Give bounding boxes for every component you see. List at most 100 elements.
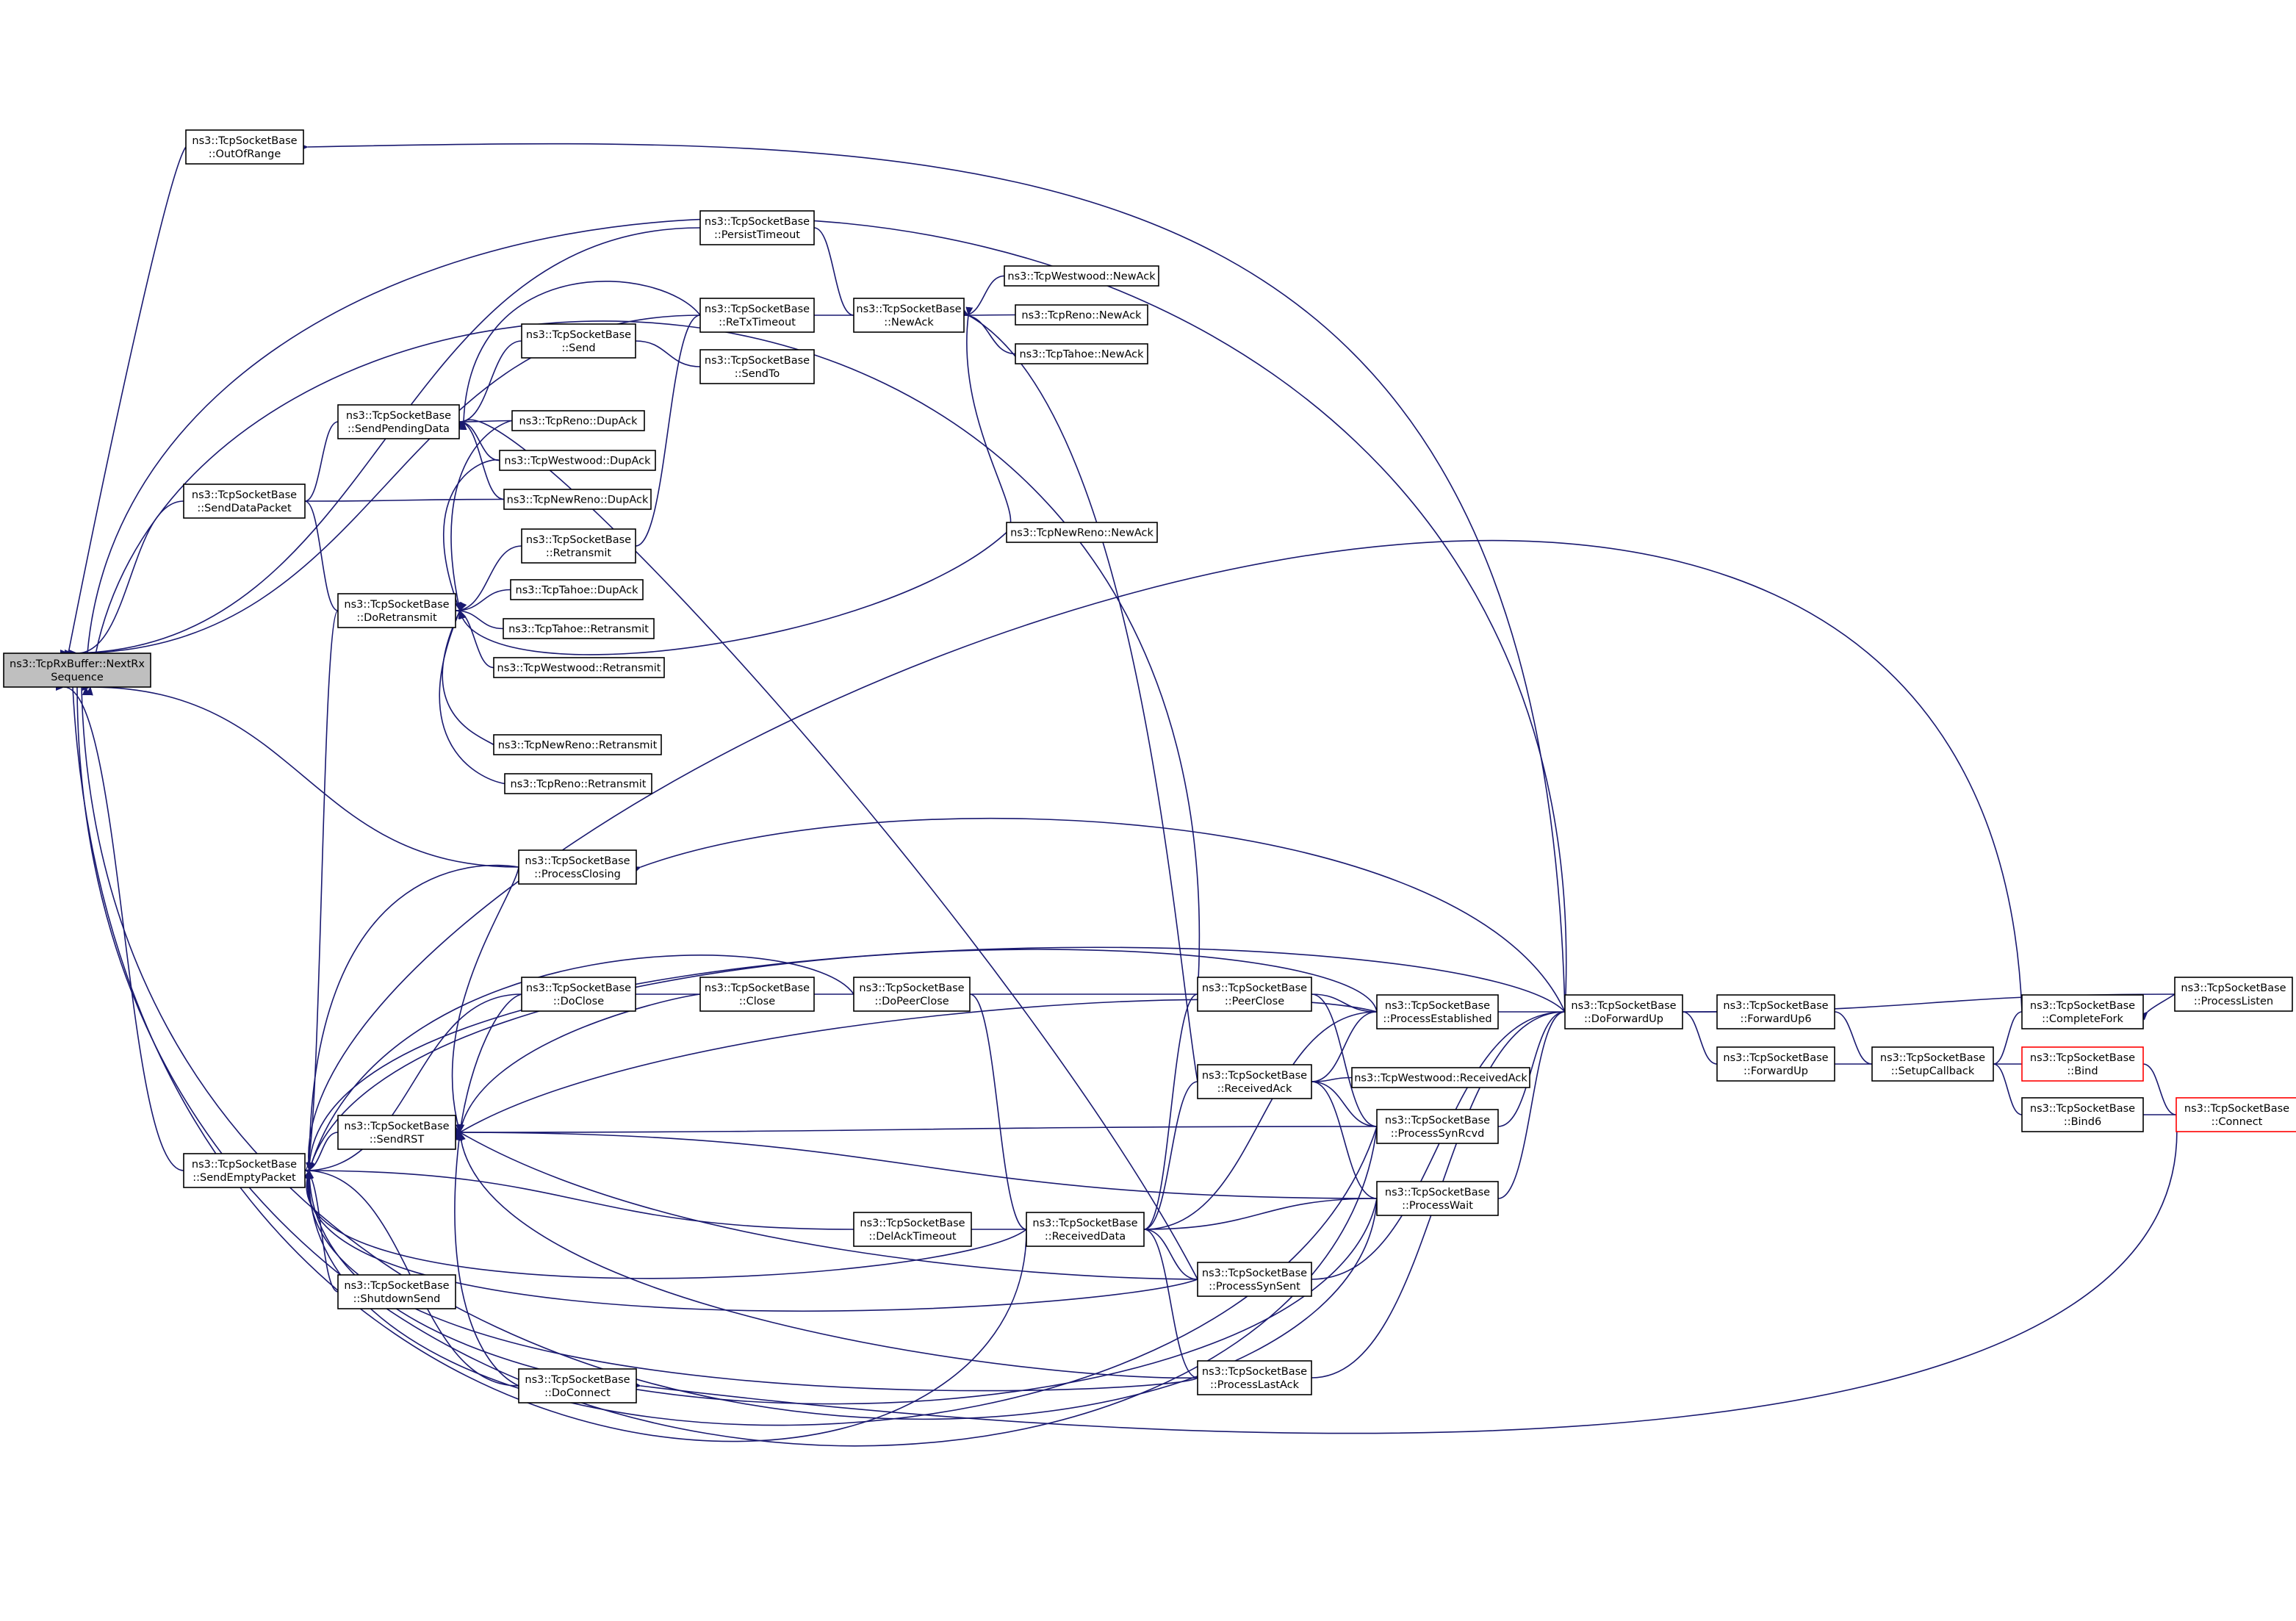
node-sendemptypacket[interactable]: ns3::TcpSocketBase::SendEmptyPacket <box>183 1153 306 1188</box>
node-label-line: ::NewAck <box>884 317 934 328</box>
node-box <box>185 129 304 165</box>
node-receivedack[interactable]: ns3::TcpSocketBase::ReceivedAck <box>1197 1064 1312 1099</box>
node-processwait[interactable]: ns3::TcpSocketBase::ProcessWait <box>1376 1181 1499 1216</box>
call-edge-processsynrcvd-doforwardup <box>1489 1011 1566 1131</box>
node-send[interactable]: ns3::TcpSocketBase::Send <box>521 323 636 359</box>
call-edge-sendemptypacket-dopeerclose <box>303 955 854 1179</box>
node-doconnect[interactable]: ns3::TcpSocketBase::DoConnect <box>518 1368 637 1403</box>
node-label-line: ns3::TcpWestwood::NewAck <box>1007 271 1156 283</box>
node-label-line: ns3::TcpReno::Retransmit <box>511 779 647 791</box>
node-label-line: ::ProcessSynRcvd <box>1391 1128 1485 1140</box>
call-edge-send-sendto <box>627 337 701 367</box>
node-label-line: ns3::TcpTahoe::Retransmit <box>508 624 649 636</box>
node-label-line: ns3::TcpSocketBase <box>344 599 449 611</box>
node-label-line: ns3::TcpSocketBase <box>705 303 810 315</box>
node-tahoe-dupack[interactable]: ns3::TcpTahoe::DupAck <box>510 579 644 600</box>
node-newreno-dupack[interactable]: ns3::TcpNewReno::DupAck <box>503 489 652 510</box>
node-setupcallback[interactable]: ns3::TcpSocketBase::SetupCallback <box>1871 1046 1994 1082</box>
call-edge-sendrst-processsynsent <box>450 1125 1198 1280</box>
node-newreno-newack[interactable]: ns3::TcpNewReno::NewAck <box>1006 522 1158 543</box>
node-reno-retransmit[interactable]: ns3::TcpReno::Retransmit <box>504 773 652 794</box>
call-edge-receivedack-processsynrcvd <box>1303 1077 1378 1127</box>
call-edge-peerclose-processsynrcvd <box>1303 990 1378 1127</box>
node-label-line: ns3::TcpSocketBase <box>1880 1052 1985 1064</box>
call-edge-receivedack-processestablished <box>1303 1011 1378 1086</box>
node-label-line: ::PersistTimeout <box>714 229 800 241</box>
call-edge-completefork-processlisten <box>2139 993 2176 1021</box>
node-label-line: ns3::TcpSocketBase <box>2030 1103 2135 1115</box>
call-edge-sendemptypacket-processsynsent <box>306 1162 1198 1312</box>
node-label-line: ::DoConnect <box>544 1387 611 1399</box>
node-sendpending[interactable]: ns3::TcpSocketBase::SendPendingData <box>337 404 460 439</box>
node-processlisten[interactable]: ns3::TcpSocketBase::ProcessListen <box>2174 977 2293 1012</box>
node-tahoe-newack[interactable]: ns3::TcpTahoe::NewAck <box>1015 343 1148 364</box>
node-outofrange[interactable]: ns3::TcpSocketBase::OutOfRange <box>185 129 304 165</box>
node-processclosing[interactable]: ns3::TcpSocketBase::ProcessClosing <box>518 849 637 885</box>
node-doretransmit[interactable]: ns3::TcpSocketBase::DoRetransmit <box>337 593 456 628</box>
node-tahoe-retransmit[interactable]: ns3::TcpTahoe::Retransmit <box>503 618 655 639</box>
node-label-line: ns3::TcpSocketBase <box>1202 1268 1307 1279</box>
node-box <box>853 1212 972 1247</box>
node-doclose[interactable]: ns3::TcpSocketBase::DoClose <box>521 977 636 1012</box>
call-edge-newack-receivedack <box>959 308 1198 1082</box>
node-newreno-retransmit[interactable]: ns3::TcpNewReno::Retransmit <box>493 734 662 755</box>
node-label-line: Sequence <box>51 672 104 683</box>
node-label-line: ns3::TcpSocketBase <box>1385 1115 1490 1126</box>
node-box <box>699 977 815 1012</box>
node-delacktimeout[interactable]: ns3::TcpSocketBase::DelAckTimeout <box>853 1212 972 1247</box>
node-retxtimeout[interactable]: ns3::TcpSocketBase::ReTxTimeout <box>699 298 815 333</box>
node-peerclose[interactable]: ns3::TcpSocketBase::PeerClose <box>1197 977 1312 1012</box>
node-retransmit[interactable]: ns3::TcpSocketBase::Retransmit <box>521 528 636 564</box>
node-sendto[interactable]: ns3::TcpSocketBase::SendTo <box>699 349 815 384</box>
node-shutdownsend[interactable]: ns3::TcpSocketBase::ShutdownSend <box>337 1274 456 1309</box>
node-processsynsent[interactable]: ns3::TcpSocketBase::ProcessSynSent <box>1197 1262 1312 1297</box>
node-label-line: ns3::TcpSocketBase <box>2030 1052 2135 1064</box>
call-edge-sendemptypacket-processlastack <box>306 1162 1198 1392</box>
node-dopeerclose[interactable]: ns3::TcpSocketBase::DoPeerClose <box>853 977 971 1012</box>
call-edge-newack-westwood_newack <box>955 275 1005 320</box>
node-box <box>521 323 636 359</box>
node-connect[interactable]: ns3::TcpSocketBase::Connect <box>2176 1097 2296 1132</box>
node-senddatapacket[interactable]: ns3::TcpSocketBase::SendDataPacket <box>183 484 306 519</box>
node-westwood-newack[interactable]: ns3::TcpWestwood::NewAck <box>1004 265 1159 287</box>
node-reno-dupack[interactable]: ns3::TcpReno::DupAck <box>511 410 645 431</box>
node-label-line: ::Send <box>561 342 595 354</box>
node-label-line: ns3::TcpSocketBase <box>856 303 961 315</box>
node-processestablished[interactable]: ns3::TcpSocketBase::ProcessEstablished <box>1376 994 1499 1029</box>
node-label-line: ::ForwardUp6 <box>1740 1013 1811 1025</box>
node-processsynrcvd[interactable]: ns3::TcpSocketBase::ProcessSynRcvd <box>1376 1109 1499 1144</box>
node-label-line: ns3::TcpSocketBase <box>525 855 630 867</box>
call-edge-receiveddata-processlastack <box>1135 1225 1198 1379</box>
call-edge-persisttimeout-newack <box>805 223 854 316</box>
call-edge-doforwardup-forwardup <box>1674 1007 1718 1065</box>
node-forwardup[interactable]: ns3::TcpSocketBase::ForwardUp <box>1716 1046 1835 1082</box>
node-label-line: ns3::TcpSocketBase <box>192 1159 297 1171</box>
call-edge-sendemptypacket-receiveddata <box>306 1161 1027 1279</box>
node-westwood-receivedack[interactable]: ns3::TcpWestwood::ReceivedAck <box>1351 1067 1530 1088</box>
call-edge-nextrx-receiveddata <box>68 678 1027 1442</box>
node-close[interactable]: ns3::TcpSocketBase::Close <box>699 977 815 1012</box>
node-label-line: ::ProcessEstablished <box>1383 1013 1491 1025</box>
node-completefork[interactable]: ns3::TcpSocketBase::CompleteFork <box>2021 994 2144 1029</box>
node-westwood-dupack[interactable]: ns3::TcpWestwood::DupAck <box>499 450 656 471</box>
call-edge-sendemptypacket-processestablished <box>303 949 1378 1179</box>
node-bind[interactable]: ns3::TcpSocketBase::Bind <box>2021 1046 2144 1082</box>
node-newack[interactable]: ns3::TcpSocketBase::NewAck <box>853 298 965 333</box>
call-edge-nextrx-doforwardup <box>82 218 1567 1013</box>
node-label-line: ns3::TcpSocketBase <box>1032 1218 1137 1229</box>
node-bind6[interactable]: ns3::TcpSocketBase::Bind6 <box>2021 1097 2144 1132</box>
node-processlastack[interactable]: ns3::TcpSocketBase::ProcessLastAck <box>1197 1360 1312 1395</box>
call-edge-sendpending-processsynsent <box>455 419 1198 1280</box>
node-forwardup6[interactable]: ns3::TcpSocketBase::ForwardUp6 <box>1716 994 1835 1029</box>
node-label-line: ::ProcessClosing <box>534 869 621 880</box>
node-label-line: ::Bind6 <box>2064 1116 2101 1128</box>
call-edge-sendemptypacket-processclosing <box>306 864 519 1179</box>
node-box <box>337 1274 456 1309</box>
node-reno-newack[interactable]: ns3::TcpReno::NewAck <box>1015 304 1148 326</box>
node-sendrst[interactable]: ns3::TcpSocketBase::SendRST <box>337 1115 456 1150</box>
node-persisttimeout[interactable]: ns3::TcpSocketBase::PersistTimeout <box>699 210 815 245</box>
node-label-line: ns3::TcpTahoe::DupAck <box>516 585 639 597</box>
node-doforwardup[interactable]: ns3::TcpSocketBase::DoForwardUp <box>1564 994 1683 1029</box>
node-westwood-retransmit[interactable]: ns3::TcpWestwood::Retransmit <box>493 657 665 678</box>
node-receiveddata[interactable]: ns3::TcpSocketBase::ReceivedData <box>1026 1212 1145 1247</box>
